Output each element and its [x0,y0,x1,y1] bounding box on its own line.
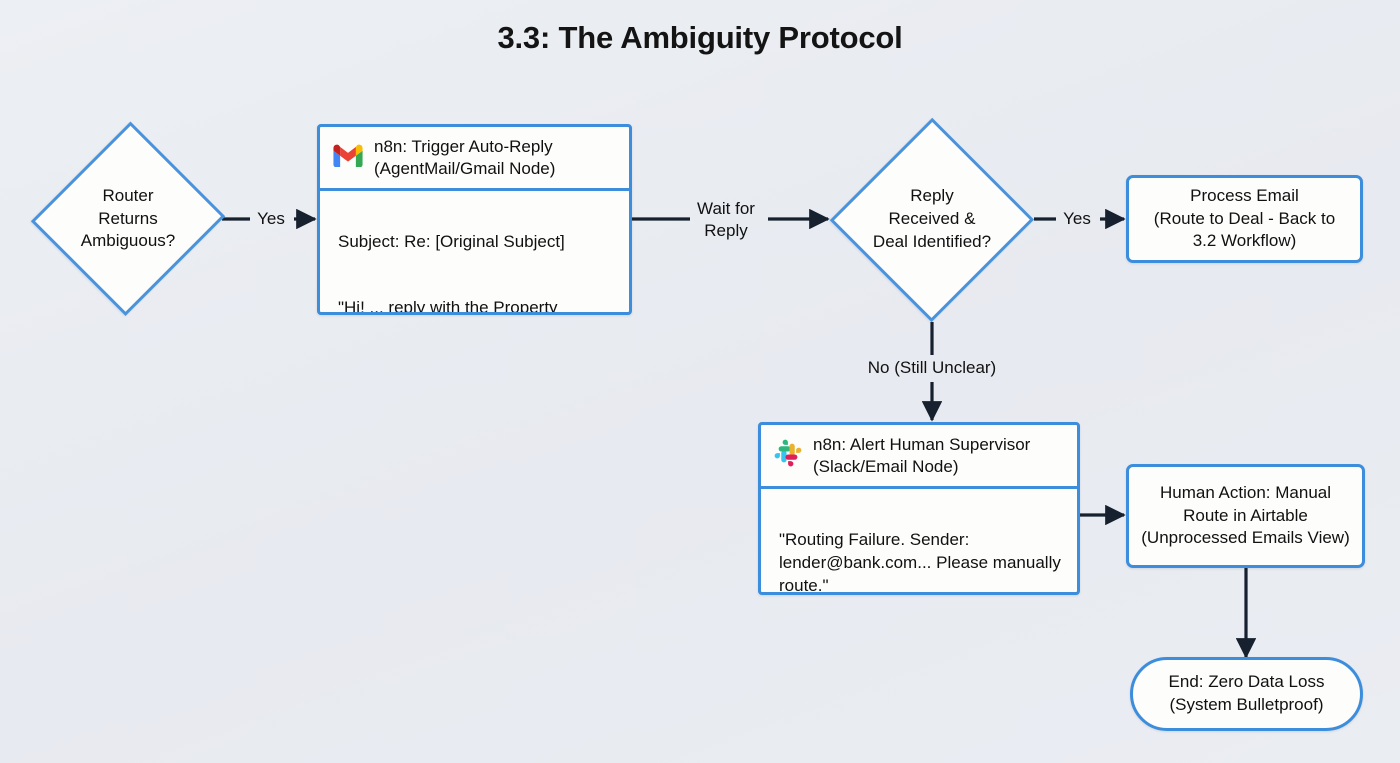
node-router-decision[interactable]: Router Returns Ambiguous? [30,119,226,319]
node-process-email[interactable]: Process Email (Route to Deal - Back to 3… [1126,175,1363,263]
edge-label-no-still-unclear: No (Still Unclear) [867,358,997,377]
page-title: 3.3: The Ambiguity Protocol [497,20,903,55]
node-auto-reply-header: n8n: Trigger Auto-Reply (AgentMail/Gmail… [320,127,629,192]
node-end-label: End: Zero Data Loss (System Bulletproof) [1168,672,1325,714]
node-human-action-label: Human Action: Manual Route in Airtable (… [1141,483,1350,548]
node-auto-reply-header-text: n8n: Trigger Auto-Reply (AgentMail/Gmail… [374,137,556,178]
node-human-action[interactable]: Human Action: Manual Route in Airtable (… [1126,464,1365,568]
node-reply-decision[interactable]: Reply Received & Deal Identified? [829,117,1035,322]
node-alert-supervisor[interactable]: n8n: Alert Human Supervisor (Slack/Email… [758,422,1080,595]
node-auto-reply-subject: Subject: Re: [Original Subject] [338,232,565,252]
node-auto-reply-message: "Hi! ... reply with the Property Address… [338,298,558,315]
edge-label-yes-router: Yes [257,209,285,228]
node-end[interactable]: End: Zero Data Loss (System Bulletproof) [1130,657,1363,731]
node-alert-supervisor-header: n8n: Alert Human Supervisor (Slack/Email… [761,425,1077,490]
gmail-icon [333,144,363,172]
node-router-decision-label: Router Returns Ambiguous? [80,185,176,251]
node-alert-supervisor-body: "Routing Failure. Sender: lender@bank.co… [761,489,1077,595]
edge-label-wait-for-reply: Wait for Reply [697,199,755,241]
node-process-email-label: Process Email (Route to Deal - Back to 3… [1153,186,1336,251]
node-alert-supervisor-header-text: n8n: Alert Human Supervisor (Slack/Email… [813,435,1031,476]
slack-icon [774,439,802,472]
node-auto-reply-body: Subject: Re: [Original Subject] "Hi! ...… [320,191,629,315]
node-auto-reply[interactable]: n8n: Trigger Auto-Reply (AgentMail/Gmail… [317,124,632,315]
node-alert-supervisor-message: "Routing Failure. Sender: lender@bank.co… [779,530,1061,595]
edge-label-yes-reply: Yes [1063,209,1091,228]
node-reply-decision-label: Reply Received & Deal Identified? [872,186,992,251]
